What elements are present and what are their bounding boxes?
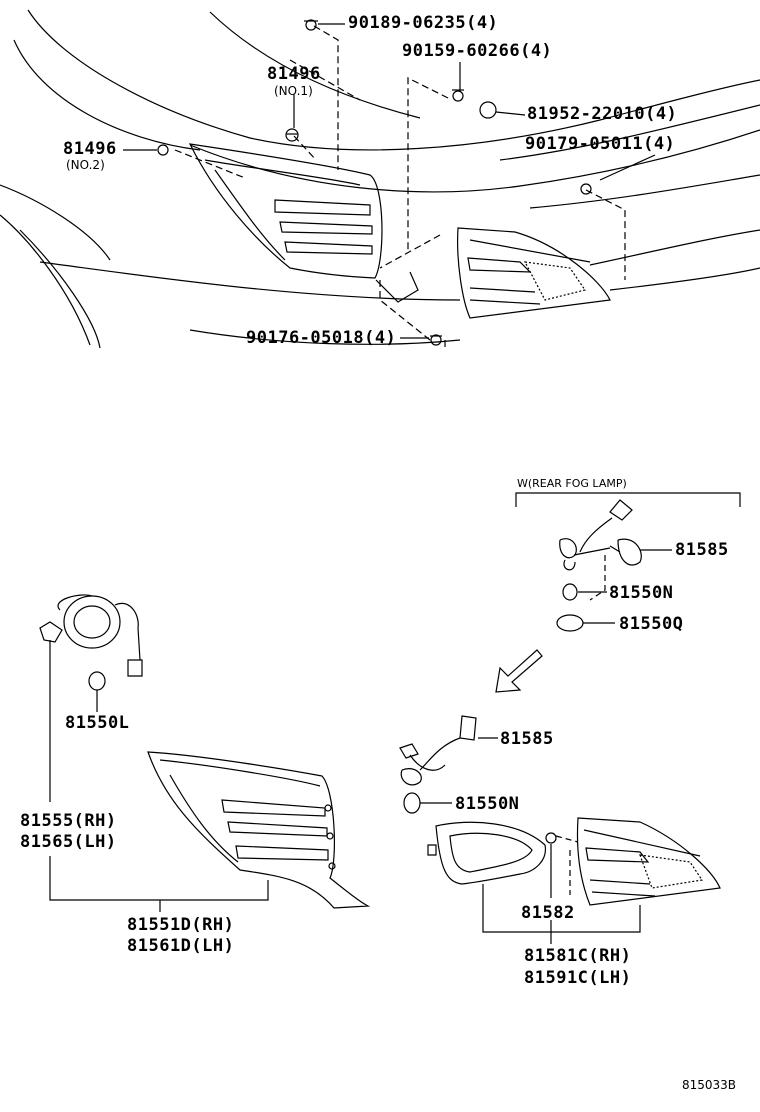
gasket	[427, 821, 547, 885]
label-81496-no1: 81496	[267, 64, 321, 84]
inner-lamp-81581c	[576, 817, 721, 906]
top-leader-lines	[123, 23, 656, 339]
bracket-81581c	[482, 884, 641, 933]
top-tail-lamp	[188, 143, 419, 303]
label-81952-22010: 81952-22010(4)	[527, 104, 678, 124]
label-no2: (NO.2)	[66, 158, 105, 172]
bulb-81550q	[556, 614, 584, 632]
label-no1: (NO.1)	[274, 84, 313, 98]
bracket-81551d	[49, 856, 269, 901]
label-81585-fog: 81585	[675, 540, 729, 560]
label-81550l: 81550L	[65, 713, 130, 733]
label-81591c-lh: 81591C(LH)	[524, 968, 632, 988]
label-90189-06235: 90189-06235(4)	[348, 13, 499, 33]
car-body-outline	[0, 9, 760, 349]
inner-lamp-dashed	[555, 835, 579, 895]
label-90159-60266: 90159-60266(4)	[402, 41, 553, 61]
clip-81582	[545, 832, 557, 844]
fog-lamp-bracket	[515, 492, 741, 507]
bulb-81550l	[88, 671, 106, 691]
label-81561d-lh: 81561D(LH)	[127, 936, 235, 956]
figure-id: 815033B	[682, 1078, 737, 1092]
top-inner-lamp	[457, 227, 611, 319]
label-fog-header: W(REAR FOG LAMP)	[517, 477, 627, 490]
label-81555-rh: 81555(RH)	[20, 811, 117, 831]
bulb-81550n-mid	[403, 792, 421, 814]
label-81496-no2: 81496	[63, 139, 117, 159]
fog-harness	[559, 499, 672, 571]
label-81582: 81582	[521, 903, 575, 923]
tail-lamp-81551d	[147, 751, 371, 909]
label-81581c-rh: 81581C(RH)	[524, 946, 632, 966]
label-81550n-fog: 81550N	[609, 583, 674, 603]
top-dashed-leaders	[174, 25, 626, 350]
top-fasteners	[157, 19, 592, 346]
label-81551d-rh: 81551D(RH)	[127, 915, 235, 935]
label-81585-mid: 81585	[500, 729, 554, 749]
label-81550n-mid: 81550N	[455, 794, 520, 814]
label-81550q: 81550Q	[619, 614, 684, 634]
socket-81555	[39, 594, 143, 677]
label-81565-lh: 81565(LH)	[20, 832, 117, 852]
label-90179-05011: 90179-05011(4)	[525, 134, 676, 154]
label-90176-05018: 90176-05018(4)	[246, 328, 397, 348]
fog-dashed	[589, 555, 606, 601]
bulb-81550n-top	[562, 583, 578, 601]
harness-81585	[399, 715, 498, 786]
direction-arrow	[495, 649, 543, 693]
